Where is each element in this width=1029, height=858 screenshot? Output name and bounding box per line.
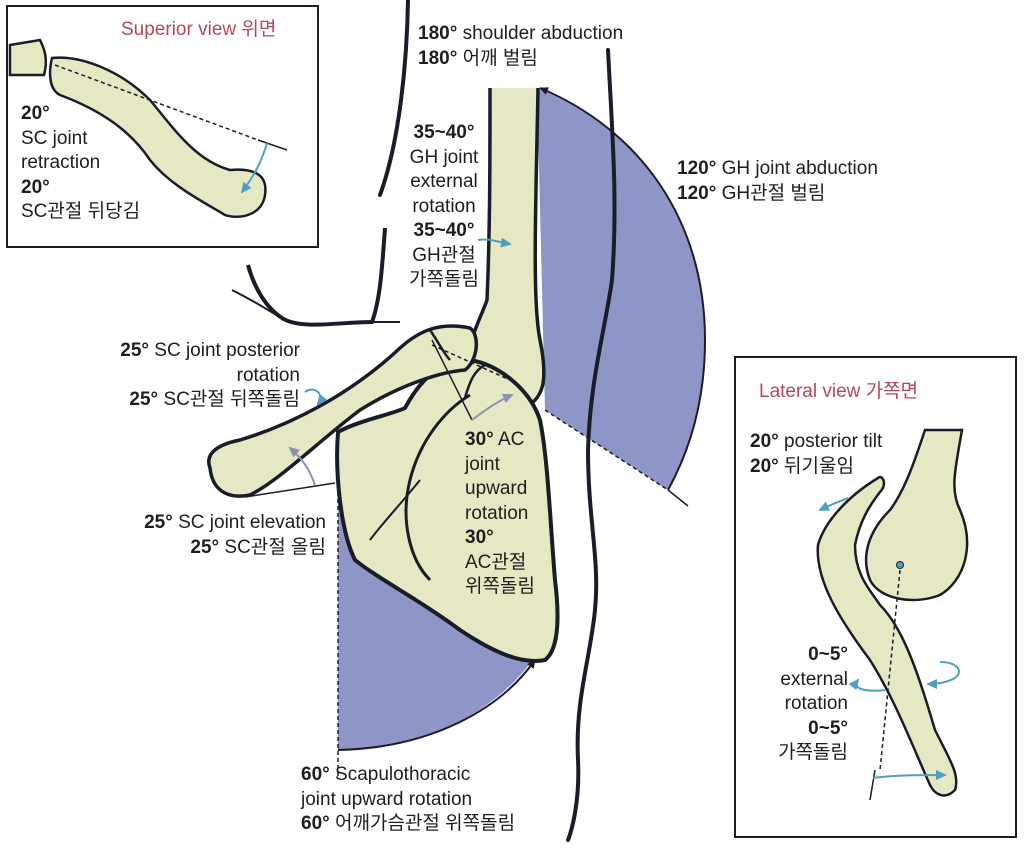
posterior-tilt-degree-ko: 20° (750, 455, 779, 477)
lateral-view-title: Lateral view 가쪽면 (759, 381, 919, 402)
lateral-view-inset (734, 356, 1017, 838)
gh-external-rotation-en-3: rotation (412, 195, 476, 217)
sc-posterior-rotation-en-2: rotation (236, 364, 300, 386)
ac-axis-dashed-line (431, 344, 511, 381)
ac-upward-rotation-en-2: joint (465, 453, 500, 475)
torso-outline-left (378, 0, 410, 197)
gh-external-rotation-ko-1: GH관절 (412, 244, 476, 266)
sc-retraction-en-2: retraction (21, 152, 101, 173)
scapulothoracic-degree-ko: 60° (301, 813, 330, 834)
neck-outline (246, 227, 387, 327)
gh-abduction-range-sector (537, 87, 707, 507)
gh-external-rotation-degree: 35~40° (413, 122, 475, 143)
scapulothoracic-en-2: joint upward rotation (301, 788, 473, 810)
sc-elevation-arrow (288, 446, 316, 486)
gh-external-rotation-en-2: external (410, 171, 478, 192)
torso-outline-right (566, 48, 617, 842)
lateral-external-rotation-degree-ko: 0~5° (808, 717, 848, 739)
sc-posterior-rotation-en-1: SC joint posterior (154, 340, 300, 361)
gh-abduction-degree-ko: 120° (677, 182, 717, 204)
posterior-tilt-degree: 20° (750, 431, 779, 452)
ac-upward-rotation-en-3: upward (465, 478, 528, 499)
sc-posterior-rotation-arrow (304, 388, 328, 406)
shoulder-abduction-degree: 180° (418, 23, 458, 44)
sc-retraction-ko: SC관절 뒤당김 (21, 201, 141, 222)
ac-upward-rotation-degree-ko: 30° (465, 527, 494, 548)
scapulothoracic-rotation-label: 60° Scapulothoracic joint upward rotatio… (301, 763, 515, 837)
ac-upward-rotation-en-4: rotation (465, 502, 529, 524)
sc-posterior-rotation-degree: 25° (120, 340, 149, 361)
posterior-tilt-en: posterior tilt (784, 431, 883, 452)
sc-retraction-degree-ko: 20° (21, 176, 50, 198)
sc-posterior-rotation-degree-ko: 25° (129, 389, 159, 410)
lateral-external-rotation-label: 0~5° external rotation 0~5° 가쪽돌림 (760, 643, 848, 766)
scapulothoracic-degree: 60° (301, 764, 330, 785)
shoulder-abduction-ko: 어깨 벌림 (462, 47, 538, 69)
posterior-tilt-ko: 뒤기울임 (784, 455, 854, 477)
lateral-external-rotation-en-1: external (780, 668, 848, 690)
scapula (335, 357, 560, 663)
sc-elevation-degree-ko: 25° (190, 536, 220, 558)
gh-abduction-en: GH joint abduction (721, 158, 878, 179)
lateral-external-rotation-degree: 0~5° (808, 644, 848, 665)
gh-external-rotation-label: 35~40° GH joint external rotation 35~40°… (404, 121, 484, 293)
superior-view-title: Superior view 위면 (121, 19, 277, 40)
ac-upward-rotation-label: 30° AC joint upward rotation 30° AC관절 위쪽… (465, 428, 535, 600)
ac-rotation-arrow (471, 393, 514, 421)
sc-retraction-degree: 20° (21, 103, 50, 124)
gh-external-rotation-en-1: GH joint (409, 146, 479, 168)
sc-elevation-ko: SC관절 올림 (224, 536, 326, 558)
shoulder-abduction-degree-ko: 180° (418, 47, 458, 69)
ac-upward-rotation-ko-1: AC관절 (465, 551, 527, 573)
sc-retraction-en-1: SC joint (21, 127, 88, 149)
gh-external-rotation-degree-ko: 35~40° (413, 220, 475, 241)
ac-upward-rotation-degree: 30° (465, 429, 494, 450)
scapulothoracic-ko: 어깨가슴관절 위쪽돌림 (335, 813, 516, 834)
gh-external-rotation-arrow (477, 237, 512, 248)
sc-elevation-en: SC joint elevation (178, 512, 326, 533)
sc-posterior-rotation-label: 25° SC joint posterior rotation 25° SC관절… (80, 339, 300, 413)
ac-upward-rotation-en-1: AC (497, 429, 525, 450)
shoulder-abduction-label: 180° shoulder abduction 180° 어깨 벌림 (418, 22, 623, 71)
sc-elevation-degree: 25° (144, 512, 173, 533)
sc-retraction-label: 20° SC joint retraction 20° SC관절 뒤당김 (21, 102, 140, 225)
sc-elevation-baseline (244, 482, 336, 498)
gh-abduction-label: 120° GH joint abduction 120° GH관절 벌림 (677, 157, 878, 206)
ac-upward-rotation-ko-2: 위쪽돌림 (465, 576, 535, 597)
shoulder-abduction-en: shoulder abduction (462, 23, 624, 44)
posterior-tilt-label: 20° posterior tilt 20° 뒤기울임 (750, 430, 882, 479)
gh-abduction-ko: GH관절 벌림 (721, 182, 826, 204)
sc-elevation-label: 25° SC joint elevation 25° SC관절 올림 (100, 511, 326, 560)
ac-angle-line (431, 339, 473, 421)
gh-abduction-degree: 120° (677, 158, 717, 179)
sc-posterior-rotation-ko: SC관절 뒤쪽돌림 (163, 389, 300, 410)
gh-external-rotation-ko-2: 가쪽돌림 (409, 269, 479, 290)
lateral-external-rotation-ko: 가쪽돌림 (778, 742, 848, 763)
scapulothoracic-en-1: Scapulothoracic (335, 764, 471, 785)
lateral-external-rotation-en-2: rotation (784, 693, 848, 714)
superior-view-inset (6, 5, 319, 248)
